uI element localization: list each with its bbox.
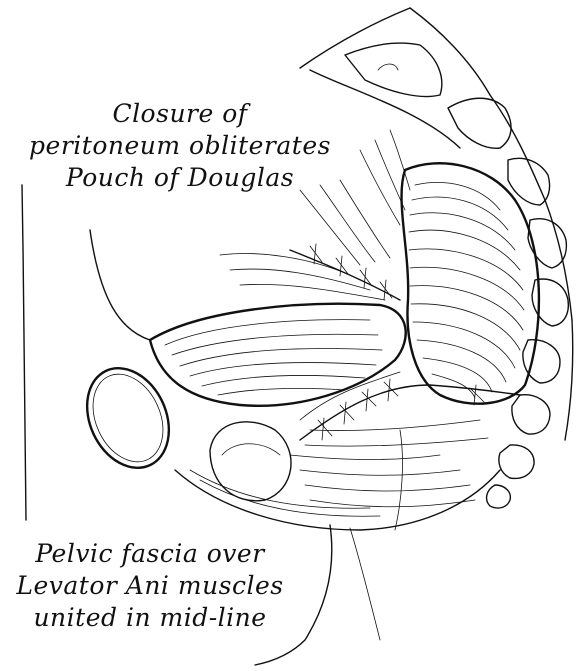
caption-bottom-line-1: Pelvic fascia over [0,538,300,570]
suture-line-lower [300,372,520,440]
body-outline-left [22,185,26,520]
caption-bottom-line-3: united in mid-line [0,602,300,634]
caption-top-line-2: peritoneum obliterates [0,130,360,162]
caption-top-line-3: Pouch of Douglas [0,162,360,194]
pelvic-floor-fascia [175,420,500,530]
lower-perineum-contour [350,528,380,640]
suture-line-upper [290,244,400,300]
lower-lobe [210,422,291,501]
caption-pelvic-fascia: Pelvic fascia over Levator Ani muscles u… [0,538,300,634]
caption-top-line-1: Closure of [0,98,360,130]
sacrum-vertebrae [300,8,573,508]
caption-bottom-line-2: Levator Ani muscles [0,570,300,602]
caption-peritoneum-closure: Closure of peritoneum obliterates Pouch … [0,98,360,194]
pelvic-organ-mass [150,304,406,406]
rectum [402,163,539,403]
